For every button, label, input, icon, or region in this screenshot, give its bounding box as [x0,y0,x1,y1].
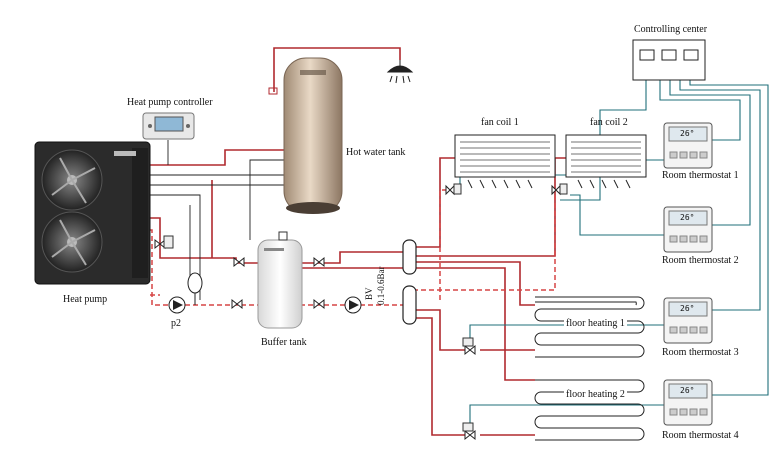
heat-pump-unit [34,141,151,285]
shower-head-icon [386,60,414,84]
pipe-valves [154,184,561,441]
bypass-valve-label: BV [364,287,374,300]
buffer-tank-label: Buffer tank [261,337,307,348]
hot-water-tank [268,57,343,214]
supply-pipes [150,47,566,436]
floor-heating-1-label: floor heating 1 [564,318,627,329]
room-thermostat-4-device [663,379,713,426]
fan-coil-2-unit [565,134,647,189]
circulation-pump-icon [168,296,186,314]
heat-pump-controller-label: Heat pump controller [127,97,213,108]
pump-p2-label: p2 [171,318,181,329]
room-thermostat-4-label: Room thermostat 4 [662,430,739,441]
distribution-manifolds [402,239,417,325]
floor-heating-2-loop [534,379,645,441]
valve-actuators [163,183,568,432]
room-thermostat-1-label: Room thermostat 1 [662,170,739,181]
controlling-center-label: Controlling center [634,24,708,35]
expansion-vessel-icon [187,272,203,305]
room-thermostat-3-device [663,297,713,344]
floor-heating-1-loop [534,296,645,358]
controlling-center-unit [632,39,706,81]
room-thermostat-3-label: Room thermostat 3 [662,347,739,358]
room-thermostat-1-device [663,122,713,169]
signal-wires [150,140,286,300]
heat-pump-controller [142,112,195,140]
fan-coil-1-label: fan coil 1 [481,117,519,128]
thermostat-4-display: 26° [680,386,695,395]
heat-pump-label: Heat pump [63,294,108,305]
room-thermostat-2-label: Room thermostat 2 [662,255,739,266]
fan-coil-2-label: fan coil 2 [590,117,628,128]
thermostat-1-display: 26° [680,129,695,138]
room-thermostat-2-device [663,206,713,253]
floor-heating-2-label: floor heating 2 [564,389,627,400]
fan-coil-1-unit [454,134,556,189]
thermostat-3-display: 26° [680,304,695,313]
buffer-tank [257,231,303,329]
hot-water-tank-label: Hot water tank [346,147,406,158]
bypass-pressure-label: 0.1-0.6Bar [376,266,386,306]
thermostat-2-display: 26° [680,213,695,222]
bypass-pump-icon [344,296,362,314]
